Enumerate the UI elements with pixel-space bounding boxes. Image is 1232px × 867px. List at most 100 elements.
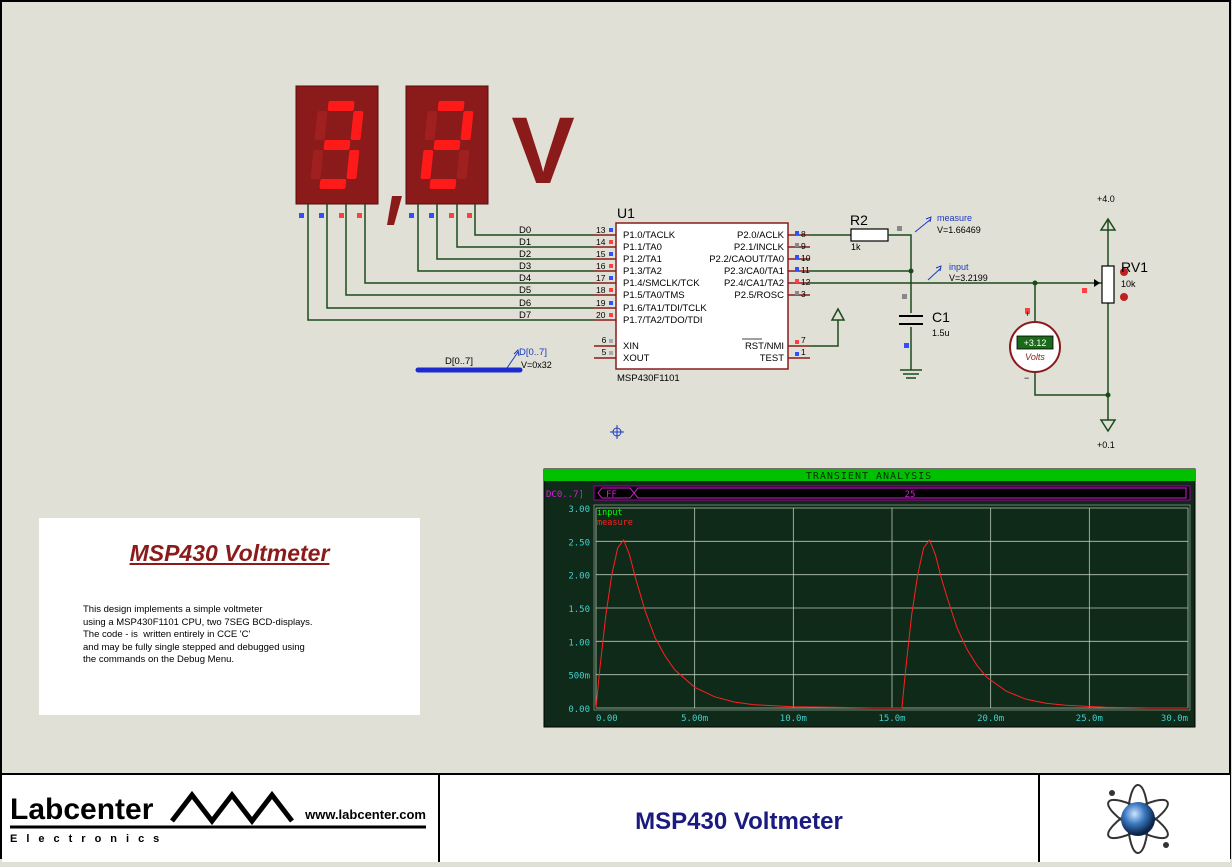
origin-crosshair-icon <box>610 425 624 439</box>
voltmeter-plus: + <box>1025 309 1030 319</box>
svg-text:V=0x32: V=0x32 <box>521 360 552 370</box>
net-label: D3 <box>519 261 531 272</box>
net-label: D6 <box>519 298 531 309</box>
legend-entry-input: input <box>597 508 623 518</box>
rv1-decrement-icon[interactable] <box>1120 293 1128 301</box>
voltmeter-unit: Volts <box>1025 352 1045 362</box>
footer-title: MSP430 Voltmeter <box>635 808 843 835</box>
svg-text:5: 5 <box>602 347 607 357</box>
y-tick-label: 3.00 <box>568 505 590 515</box>
input-probe[interactable]: input V=3.2199 <box>927 262 988 283</box>
graph-title: TRANSIENT ANALYSIS <box>806 471 932 482</box>
y-tick-label: 1.50 <box>568 605 590 615</box>
bus-probe[interactable]: D[0..7] V=0x32 <box>506 347 552 370</box>
digital-trace <box>597 487 1187 499</box>
bus-label: D[0..7] <box>445 356 473 367</box>
pin-number: 19 <box>596 298 606 308</box>
digital-value-1: 25 <box>905 490 916 500</box>
pin-number: 14 <box>596 237 606 247</box>
digit-segments-right <box>420 101 474 189</box>
pin-name: P1.7/TA2/TDO/TDI <box>623 315 703 326</box>
capacitor-c1[interactable] <box>899 315 923 325</box>
pin-state-marker <box>609 264 613 268</box>
labcenter-logo-graphic: Labcenter Electronics www.labcenter.com <box>10 790 426 845</box>
display-pin-markers <box>299 213 472 218</box>
y-tick-label: 2.50 <box>568 538 590 548</box>
r2-wire-right <box>888 234 912 313</box>
rst-power-terminal <box>830 307 846 321</box>
pin-number: 18 <box>596 285 606 295</box>
measure-probe[interactable]: measure V=1.66469 <box>914 213 981 235</box>
pin-state-marker <box>609 252 613 256</box>
x-tick-label: 5.00m <box>681 714 708 724</box>
x-tick-label: 20.0m <box>977 714 1004 724</box>
supply-bottom-label: +0.1 <box>1097 440 1115 450</box>
pin-name: P1.1/TA0 <box>623 242 662 253</box>
description-body: This design implements a simple voltmete… <box>83 604 313 667</box>
logo-wave-icon <box>170 790 294 826</box>
r2-pin-marker <box>897 226 902 231</box>
svg-text:TEST: TEST <box>760 353 784 364</box>
decimal-comma <box>387 196 402 225</box>
segment-g <box>323 140 351 150</box>
pin-number: 13 <box>596 225 606 235</box>
pin-name: P2.0/ACLK <box>737 230 785 241</box>
seven-segment-display-right[interactable] <box>405 85 489 205</box>
net-label: D7 <box>519 310 531 321</box>
pin-number: 9 <box>801 241 806 251</box>
legend-entry-measure: measure <box>597 518 633 528</box>
svg-text:input: input <box>949 262 969 272</box>
y-tick-label: 0.00 <box>568 705 590 715</box>
pin-number: 17 <box>596 273 606 283</box>
pin-number: 12 <box>801 277 811 287</box>
dc-voltmeter[interactable]: +3.12 Volts <box>1009 321 1061 373</box>
rst-pullup-wire <box>810 320 839 347</box>
pin-state-marker <box>609 301 613 305</box>
pin-number: 16 <box>596 261 606 271</box>
x-tick-label: 15.0m <box>878 714 905 724</box>
svg-text:measure: measure <box>937 213 972 223</box>
pin-state-marker <box>795 255 799 259</box>
voltmeter-minus: − <box>1024 373 1029 383</box>
resistor-r2[interactable] <box>850 228 889 242</box>
potentiometer-rv1[interactable] <box>1101 265 1115 304</box>
description-panel: MSP430 Voltmeter This design implements … <box>39 518 420 715</box>
logo-text: Labcenter <box>10 793 154 826</box>
pin-state-marker <box>609 313 613 317</box>
seven-segment-display-left[interactable] <box>295 85 379 205</box>
pin-number: 20 <box>596 310 606 320</box>
pin-name: P2.3/CA0/TA1 <box>724 266 784 277</box>
c1-pin-marker <box>902 294 907 299</box>
pin-name: P1.5/TA0/TMS <box>623 290 685 301</box>
pin-name: P2.1/INCLK <box>734 242 785 253</box>
mcu-u1[interactable] <box>615 222 789 370</box>
description-line: This design implements a simple voltmete… <box>83 604 263 615</box>
supply-top-label: +4.0 <box>1097 194 1115 204</box>
rv1-increment-icon[interactable] <box>1120 268 1128 276</box>
net-label: D0 <box>519 225 531 236</box>
pin-number: 15 <box>596 249 606 259</box>
segment-e <box>310 150 324 179</box>
svg-text:1: 1 <box>801 347 806 357</box>
voltmeter-wire-bottom <box>1034 372 1108 396</box>
segment-c <box>346 150 360 179</box>
segment-c <box>456 150 470 179</box>
net-label: D2 <box>519 249 531 260</box>
junction-ground <box>1105 392 1111 398</box>
pin-name: P1.0/TACLK <box>623 230 676 241</box>
supply-top-terminal <box>1099 217 1117 231</box>
pin-state-marker <box>795 267 799 271</box>
xout-pin: 5 XOUT <box>594 347 650 364</box>
xin-pin: 6 XIN <box>594 335 639 352</box>
pin-state-marker <box>609 288 613 292</box>
c1-ref: C1 <box>932 309 950 325</box>
pin-name: P2.4/CA1/TA2 <box>724 278 784 289</box>
c1-pin-marker-bottom <box>904 343 909 348</box>
series-line-measure <box>595 538 1188 709</box>
rst-pin: 7 RST/NMI <box>742 335 810 352</box>
